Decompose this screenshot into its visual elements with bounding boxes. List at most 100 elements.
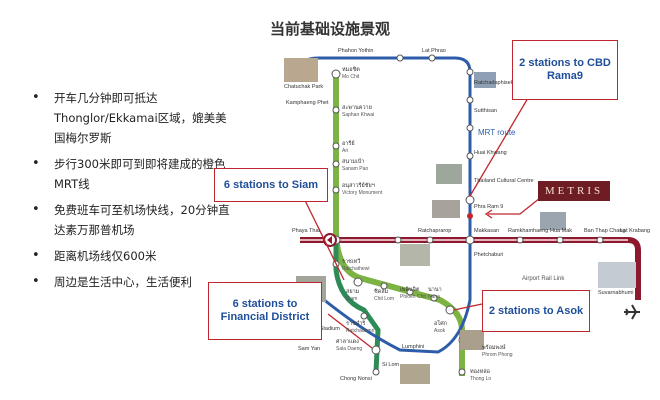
station-label: ศาลาแดง Sala Daeng	[336, 338, 362, 352]
station-dot	[331, 69, 341, 79]
station-name-en: Nana	[428, 294, 440, 300]
station-name-en: Phrom Phong	[482, 352, 513, 358]
station-label: อารีย์ Ari	[342, 140, 355, 154]
station-name-en: Ratchadamri	[346, 328, 375, 334]
callout-financial: 6 stations to Financial District	[208, 282, 322, 340]
station-name-en: Phloen Chit	[400, 294, 426, 300]
station-dot	[465, 235, 475, 245]
station-label: สะพานควาย Saphan Khwai	[342, 104, 374, 118]
station-name-th: อารีย์	[342, 141, 355, 147]
station-label: Ramkhamhaeng	[508, 228, 549, 234]
station-dot	[332, 160, 340, 168]
station-label: Kamphaeng Phet	[286, 100, 329, 106]
station-label: Makkasan	[474, 228, 500, 234]
station-dot	[332, 106, 340, 114]
station-label: Phaya Thai	[292, 228, 320, 234]
station-dot	[556, 236, 564, 244]
feature-bullet: 免费班车可至机场快线，20分钟直达素万那普机场	[32, 200, 232, 240]
station-name-th: ชิดลม	[374, 289, 389, 295]
landmark-photo	[460, 330, 484, 350]
station-name-en: Mo Chit	[342, 74, 360, 80]
landmark-photo	[432, 200, 460, 218]
station-name-en: Ratchathewi	[342, 266, 370, 272]
landmark-photo	[540, 212, 566, 230]
callout-asok: 2 stations to Asok	[482, 290, 590, 332]
station-dot	[458, 368, 466, 376]
station-name-en: Siam	[346, 296, 358, 302]
station-label: อนุสาวรีย์ชัยฯ Victory Monument	[342, 182, 382, 196]
station-dot	[466, 96, 474, 104]
station-name-en: Saphan Khwai	[342, 112, 375, 118]
station-label: ราชเทวี Ratchathewi	[342, 258, 370, 272]
station-name-en: Victory Monument	[342, 190, 383, 196]
station-label: Phahon Yothin	[338, 48, 374, 54]
station-name-th: ศาลาแดง	[336, 339, 359, 345]
station-label: สนามเป้า Sanam Pao	[342, 158, 368, 172]
callout-leader	[327, 313, 373, 349]
airport-rail-link	[300, 237, 641, 300]
station-dot	[380, 282, 388, 290]
station-name-en: Sala Daeng	[336, 346, 363, 352]
station-dot	[465, 195, 475, 205]
station-name-th: สะพานควาย	[342, 105, 372, 111]
landmark-photo	[400, 244, 430, 266]
station-name-th: พร้อมพงษ์	[482, 345, 506, 351]
mrt-route-label: MRT route	[478, 128, 516, 137]
station-label: Huai Khwang	[474, 150, 507, 156]
station-name-en: Ari	[342, 148, 349, 154]
landmark-photo	[474, 72, 496, 88]
station-dot	[426, 236, 434, 244]
mrt-line-lower	[311, 200, 472, 354]
station-label: เพลินจิต Phloen Chit	[400, 286, 426, 300]
station-dot	[371, 345, 381, 355]
station-label: Phetchaburi	[474, 252, 504, 258]
station-name-en: Asok	[434, 328, 446, 334]
metris-logo: METRIS	[538, 181, 610, 201]
feature-bullet: 距离机场线仅600米	[32, 246, 232, 266]
station-dot	[516, 236, 524, 244]
interchange-icon	[323, 233, 337, 247]
station-dot	[353, 277, 363, 287]
station-label: Lumphini	[402, 344, 425, 350]
station-name-en: Sanam Pao	[342, 166, 369, 172]
project-marker	[467, 213, 473, 219]
callout-leader	[453, 303, 483, 311]
station-label: Sam Yan	[298, 346, 321, 352]
station-dot	[466, 152, 474, 160]
station-label: Phra Ram 9	[474, 204, 504, 210]
station-label: Sutthisan	[474, 108, 497, 114]
station-name-th: อนุสาวรีย์ชัยฯ	[342, 183, 375, 189]
station-label: Hua Mak	[550, 228, 573, 234]
station-name-th: ราชเทวี	[342, 259, 361, 265]
station-label: Lat Krabang	[620, 228, 650, 234]
station-dot	[332, 186, 340, 194]
station-label: ราชดำริ Ratchadamri	[346, 320, 374, 334]
station-label: Ratchadaphisek	[474, 80, 514, 86]
feature-list: 开车几分钟即可抵达Thonglor/Ekkamai区域，媲美美国梅尔罗斯 步行3…	[32, 88, 232, 298]
callout-siam: 6 stations to Siam	[214, 168, 328, 202]
feature-bullet: 周边是生活中心，生活便利	[32, 272, 232, 292]
station-name-th: หมอชิต	[342, 67, 360, 73]
station-label: Ratchaprarop	[418, 228, 452, 234]
metris-pointer	[488, 197, 541, 215]
station-label: Thailand Cultural Centre	[474, 178, 534, 184]
callout-cbd: 2 stations to CBD Rama9	[512, 40, 618, 100]
station-name-th: สนามเป้า	[342, 159, 365, 165]
station-dot	[466, 68, 474, 76]
airport-link-label: Airport Rail Link	[522, 276, 565, 282]
station-label: Ban Thap Chang	[584, 228, 626, 234]
station-label: หมอชิต Mo Chit	[342, 66, 360, 80]
station-label: ทองหล่อ Thong Lo	[470, 368, 491, 382]
feature-bullet: 开车几分钟即可抵达Thonglor/Ekkamai区域，媲美美国梅尔罗斯	[32, 88, 232, 148]
station-label: สยาม Siam	[346, 288, 359, 302]
station-name-th: ทองหล่อ	[470, 369, 490, 375]
silom-line	[333, 240, 381, 373]
page-title: 当前基础设施景观	[270, 20, 391, 38]
station-label: พร้อมพงษ์ Phrom Phong	[482, 344, 513, 358]
station-name-en: Thong Lo	[470, 376, 492, 382]
station-label: Si Lom	[382, 362, 400, 368]
station-name-th: นานา	[428, 287, 442, 293]
airplane-icon	[624, 304, 640, 320]
landmark-photo	[400, 364, 430, 384]
station-dot	[406, 288, 414, 296]
